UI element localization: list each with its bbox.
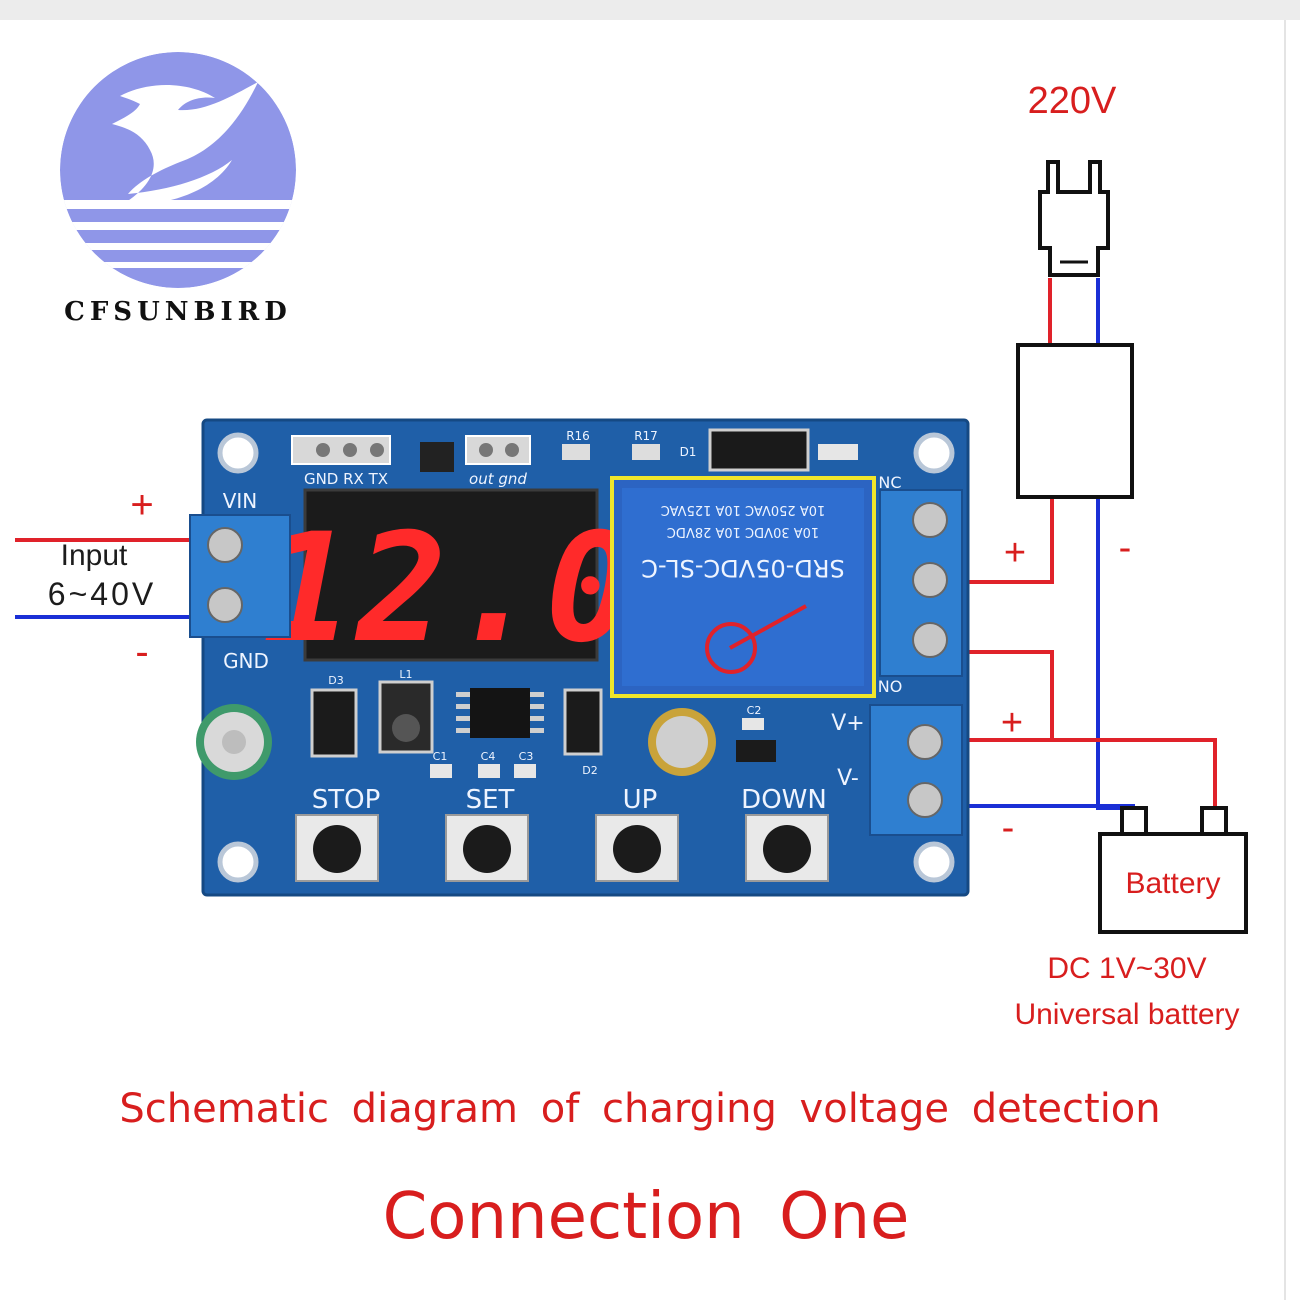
nc-label: NC (878, 473, 901, 492)
led-display: 12.0 (262, 488, 639, 676)
relay-terminal: NC NO (878, 473, 963, 696)
up-button[interactable]: UP (595, 785, 679, 882)
adapter-minus-label: - (1119, 527, 1132, 569)
input-plus-label: + (130, 483, 153, 527)
part-label: C2 (747, 704, 762, 717)
mount-hole (913, 432, 955, 474)
output-terminal: V+ V- (831, 704, 963, 836)
input-terminal: VIN GND (189, 489, 291, 673)
part-label: C1 (433, 750, 448, 763)
wiring (15, 278, 1217, 810)
up-button-label: UP (623, 785, 658, 815)
relay-model: SRD-05VDC-SL-C (641, 554, 845, 582)
input-minus-label: - (135, 630, 148, 674)
diode-d2 (563, 688, 603, 756)
battery-label: Battery (1125, 867, 1220, 900)
display-value: 12.0 (262, 502, 639, 676)
down-button[interactable]: DOWN (741, 785, 829, 882)
vminus-label: V- (837, 766, 859, 791)
battery-type: Universal battery (1014, 998, 1239, 1031)
controller-board: GND RX TX out gnd R16 R17 D1 12.0 SRD-05… (189, 418, 970, 897)
relay: SRD-05VDC-SL-C 10A 30VDC 10A 28VDC 10A 2… (610, 476, 876, 698)
serial-header-label: GND RX TX (304, 470, 388, 488)
out-header-label: out gnd (469, 470, 527, 488)
relay-switch-icon (705, 622, 757, 674)
relay-rating: 10A 30VDC 10A 28VDC (667, 524, 819, 539)
output-plus-label: + (1001, 702, 1023, 744)
battery-icon (1098, 832, 1248, 934)
gnd-label: GND (223, 649, 269, 673)
mount-hole (217, 432, 259, 474)
stop-button-label: STOP (312, 785, 381, 815)
ic-chip (470, 688, 530, 738)
part-label: C3 (519, 750, 534, 763)
relay-rating: 10A 250VAC 10A 125VAC (661, 502, 826, 517)
plug-icon (1038, 160, 1110, 277)
part-label: D3 (328, 674, 343, 687)
brand-logo: CFSUNBIRD (60, 52, 296, 327)
capacitor (196, 704, 272, 780)
diode-d3 (310, 688, 358, 758)
vin-label: VIN (223, 489, 258, 513)
button-row: STOP SET UP DOWN (295, 785, 829, 882)
down-button-label: DOWN (741, 785, 827, 815)
out-header (465, 435, 531, 465)
part-label: R16 (566, 429, 590, 443)
serial-header: GND RX TX (291, 435, 391, 488)
part-label: D1 (680, 445, 697, 459)
power-adapter-box (1016, 343, 1134, 499)
output-minus-label: - (1002, 807, 1015, 849)
adapter-plus-label: + (1004, 532, 1026, 574)
part-label: C4 (481, 750, 496, 763)
diagram-subtitle: Schematic diagram of charging voltage de… (119, 1086, 1160, 1132)
mains-voltage-label: 220V (1028, 80, 1117, 122)
brand-name: CFSUNBIRD (64, 297, 292, 327)
input-label: Input (61, 539, 128, 572)
set-button-label: SET (466, 785, 515, 815)
input-range: 6~40V (48, 576, 156, 612)
mount-hole (913, 841, 955, 883)
stop-button[interactable]: STOP (295, 785, 381, 882)
top-bar (0, 0, 1300, 20)
battery-spec: DC 1V~30V (1047, 952, 1206, 985)
part-label: L1 (399, 668, 412, 681)
diode-d1 (708, 428, 810, 472)
part-label: D2 (582, 764, 597, 777)
vplus-label: V+ (831, 711, 864, 736)
diagram-title: Connection One (383, 1180, 910, 1254)
mains-plug: 220V (1028, 80, 1117, 277)
mount-hole (217, 841, 259, 883)
buzzer (648, 708, 716, 776)
battery: Battery (1098, 806, 1248, 934)
no-label: NO (878, 677, 903, 696)
set-button[interactable]: SET (445, 785, 529, 882)
right-edge (1284, 20, 1286, 1300)
bird-icon (112, 82, 258, 206)
part-label: R17 (634, 429, 658, 443)
output-plus-wire (960, 738, 1217, 808)
